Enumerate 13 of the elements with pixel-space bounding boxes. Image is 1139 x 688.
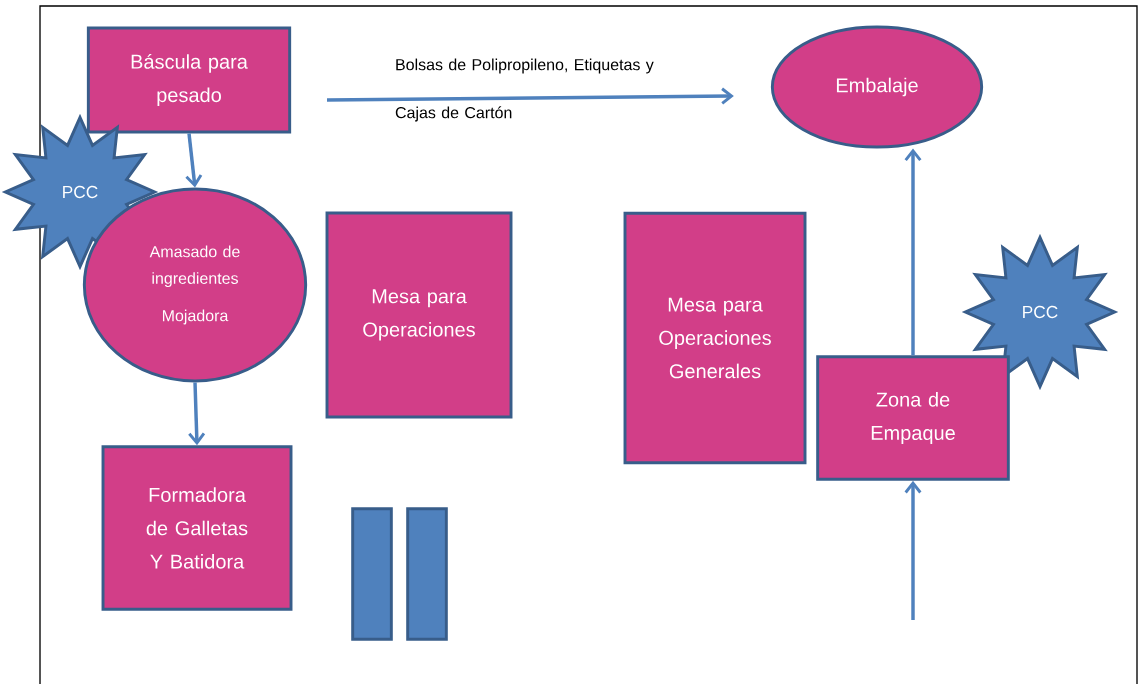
equipment-box: Mesa para Operaciones Generales (623, 211, 807, 465)
arrow (904, 480, 922, 620)
arrow (327, 87, 734, 105)
rack-bar (351, 507, 393, 641)
equipment-box: Zona de Empaque (816, 355, 1010, 481)
rack-bar (406, 507, 448, 641)
equipment-box: Báscula para pesado (86, 26, 292, 134)
arrow (185, 133, 203, 188)
equipment-box: Formadora de Galletas Y Batidora (101, 445, 293, 611)
edge-label: Bolsas de Polipropileno, Etiquetas y Cajas de Cartón (395, 58, 654, 122)
arrow (188, 382, 206, 446)
equipment-box: Mesa para Operaciones (325, 211, 513, 419)
arrow (904, 148, 922, 356)
